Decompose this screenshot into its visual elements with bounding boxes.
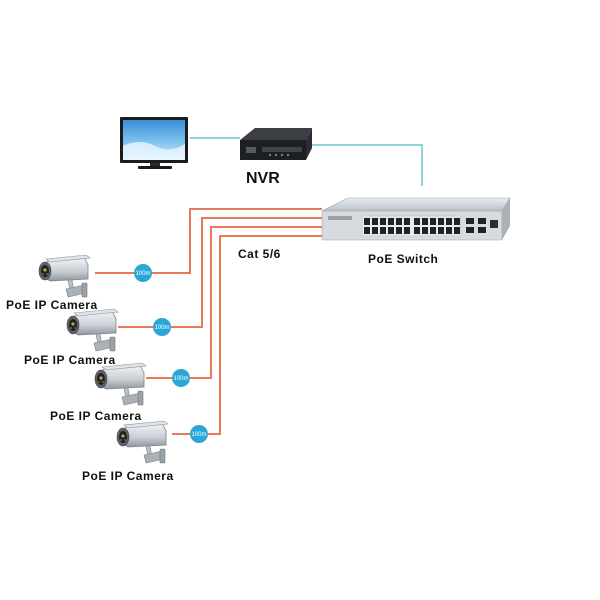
camera-label-2: PoE IP Camera <box>24 353 116 367</box>
switch-port-group <box>361 215 461 237</box>
switch-port <box>388 227 394 234</box>
switch-port <box>438 227 444 234</box>
camera-3 <box>94 362 147 406</box>
camera-4 <box>116 420 169 464</box>
ethernet-cable-3 <box>146 226 322 379</box>
switch-port <box>396 218 402 225</box>
speed-badge-1: 100m <box>134 264 152 282</box>
monitor <box>120 117 188 169</box>
switch-port <box>388 218 394 225</box>
switch-port <box>404 218 410 225</box>
camera-label-3: PoE IP Camera <box>50 409 142 423</box>
speed-badge-label: 100m <box>154 325 169 331</box>
switch-port <box>430 218 436 225</box>
switch-port <box>430 227 436 234</box>
switch-port <box>372 227 378 234</box>
switch-port <box>380 227 386 234</box>
speed-badge-2: 100m <box>153 318 171 336</box>
switch-port <box>414 218 420 225</box>
speed-badges: 100m 100m 100m 100m <box>134 264 208 443</box>
switch-port <box>454 218 460 225</box>
speed-badge-label: 100m <box>135 271 150 277</box>
speed-badge-4: 100m <box>190 425 208 443</box>
switch-port <box>396 227 402 234</box>
nvr-switch-link <box>312 144 423 186</box>
switch-port <box>364 227 370 234</box>
switch-port <box>422 227 428 234</box>
ethernet-cable-4 <box>172 235 322 435</box>
poe-switch-label: PoE Switch <box>368 252 439 266</box>
nvr-device <box>240 128 312 160</box>
switch-port <box>404 227 410 234</box>
video-links <box>190 137 423 186</box>
cable-type-label: Cat 5/6 <box>238 247 281 261</box>
switch-port <box>364 218 370 225</box>
speed-badge-3: 100m <box>172 369 190 387</box>
camera-label-1: PoE IP Camera <box>6 298 98 312</box>
camera-1 <box>38 254 91 298</box>
switch-port <box>414 227 420 234</box>
camera-2 <box>66 308 119 352</box>
nvr-label: NVR <box>246 170 280 187</box>
switch-port <box>380 218 386 225</box>
camera-label-4: PoE IP Camera <box>82 469 174 483</box>
poe-switch-device <box>321 197 511 241</box>
speed-badge-label: 100m <box>191 432 206 438</box>
switch-port <box>422 218 428 225</box>
speed-badge-label: 100m <box>173 376 188 382</box>
switch-port <box>446 218 452 225</box>
switch-port <box>372 218 378 225</box>
switch-port <box>438 218 444 225</box>
switch-port <box>446 227 452 234</box>
switch-port <box>454 227 460 234</box>
